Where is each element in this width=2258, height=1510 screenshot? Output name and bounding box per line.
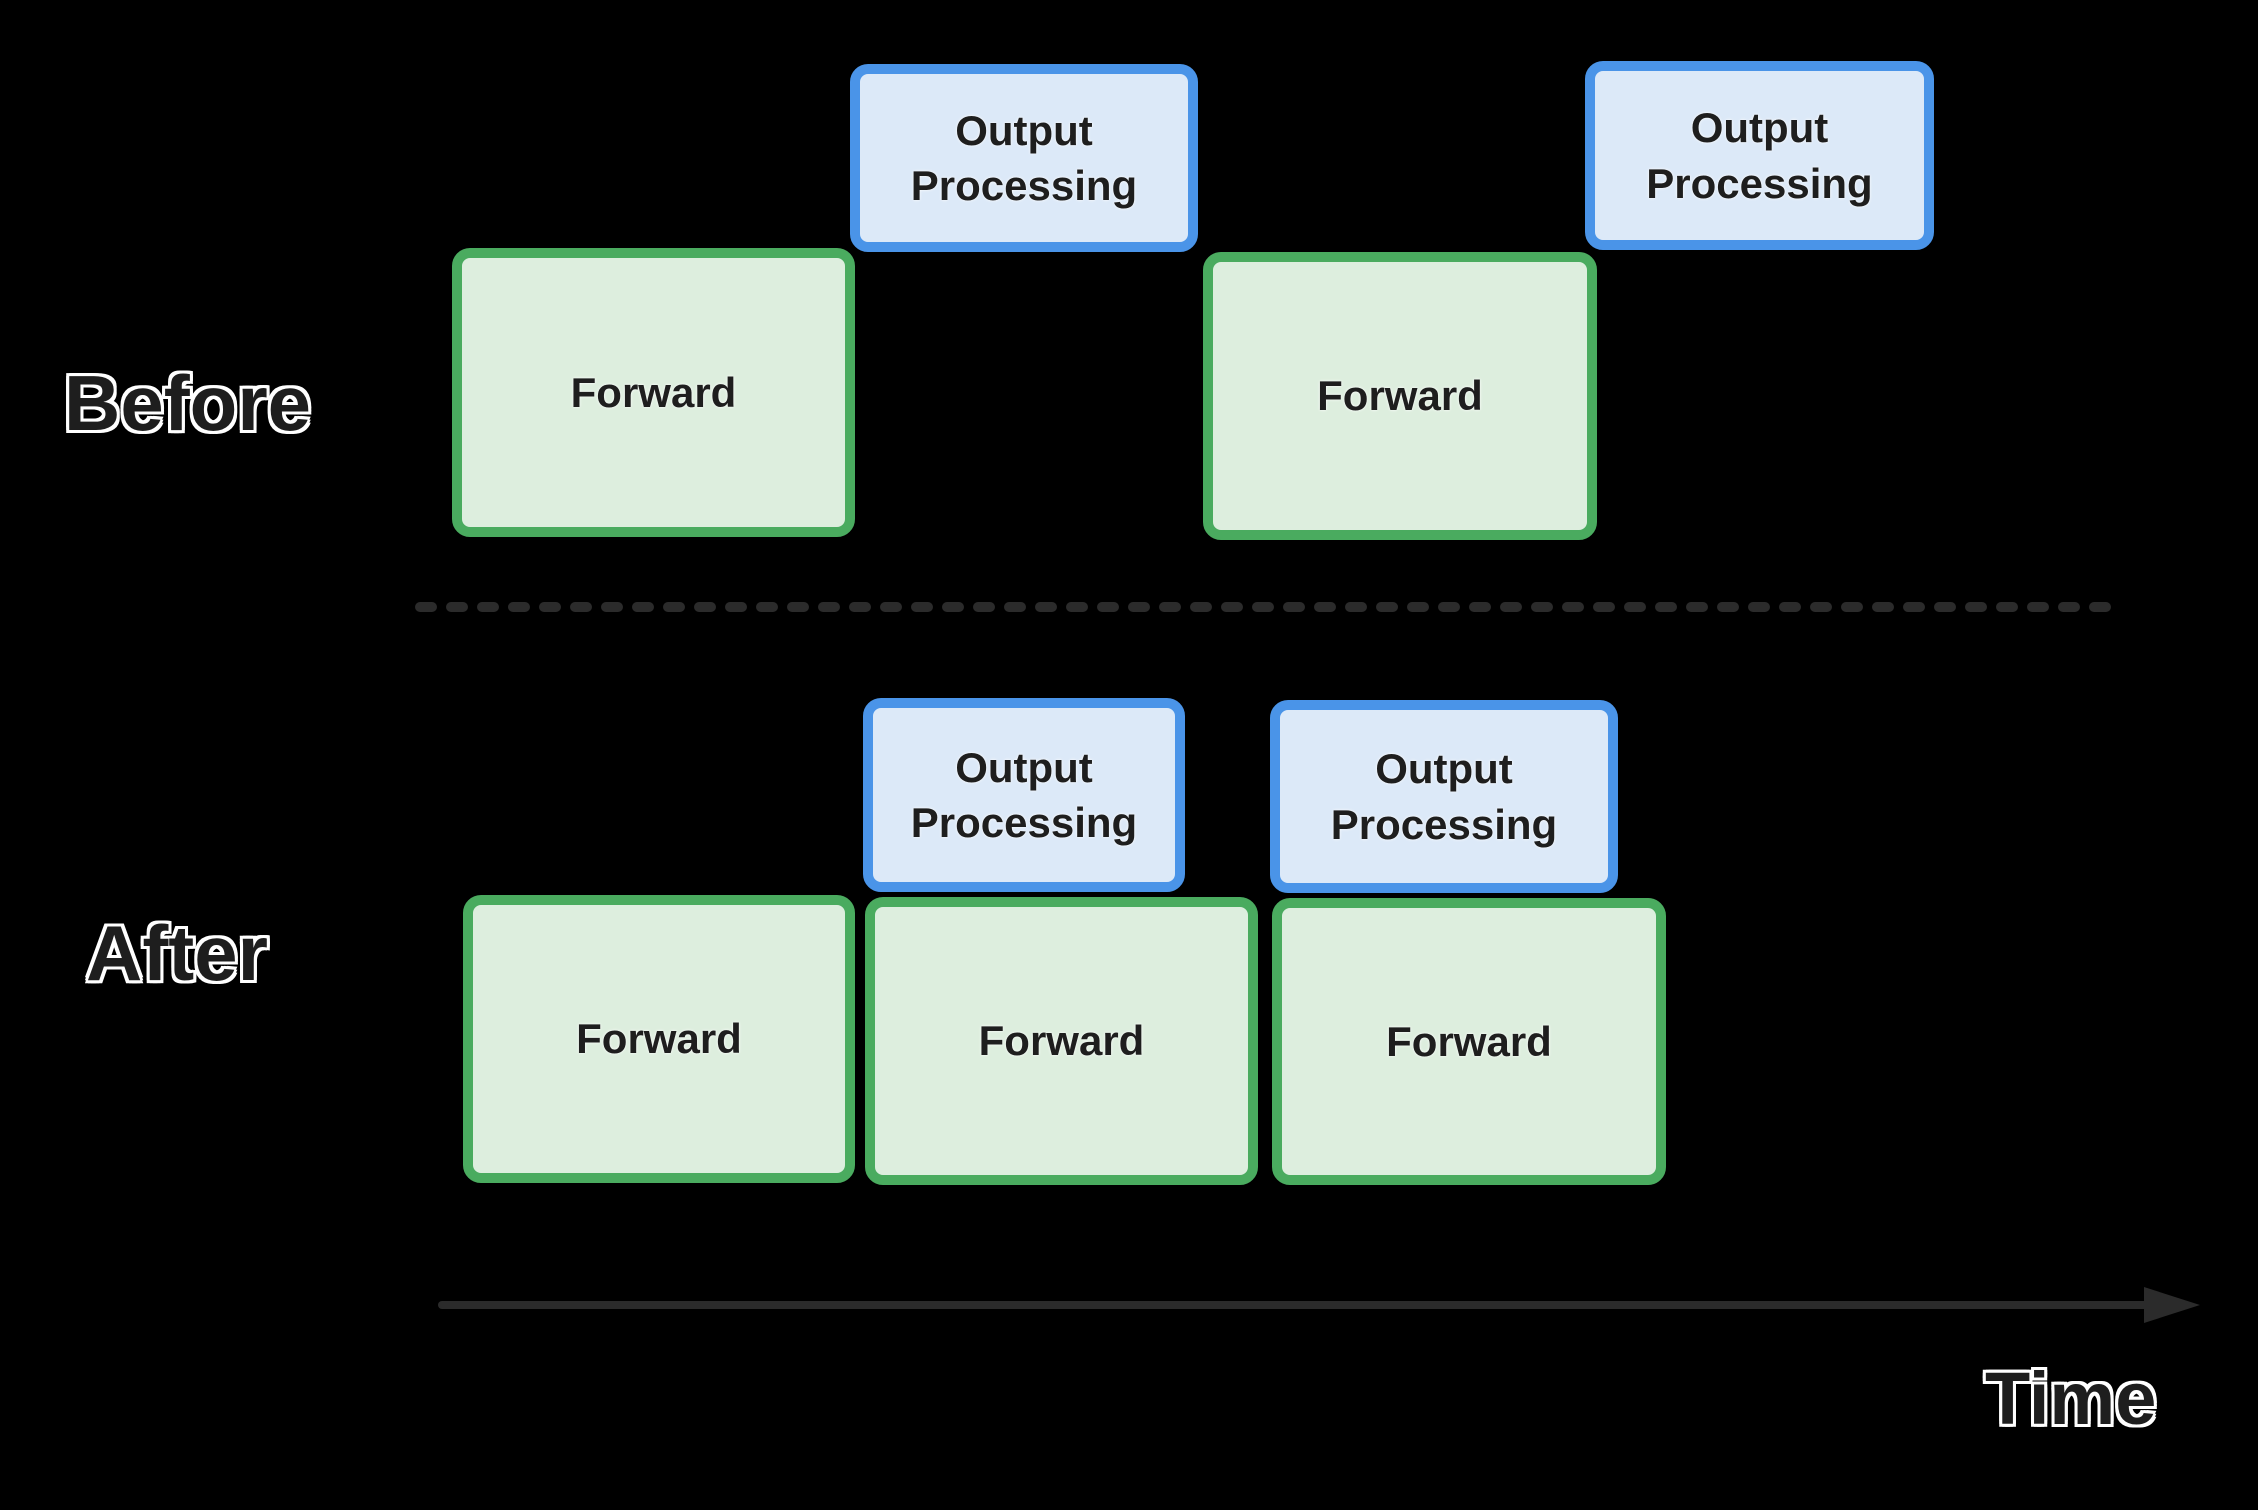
before-after-separator-dashed-line <box>415 602 2126 612</box>
after-output-processing-box-1: Output Processing <box>863 698 1185 892</box>
before-forward-box-1: Forward <box>452 248 855 537</box>
after-forward-box-1: Forward <box>463 895 855 1183</box>
before-output-processing-box-1: Output Processing <box>850 64 1198 252</box>
forward-label: Forward <box>1317 372 1483 420</box>
output-processing-label: Output Processing <box>1646 104 1873 207</box>
after-forward-box-2: Forward <box>865 897 1258 1185</box>
after-output-processing-box-2: Output Processing <box>1270 700 1618 893</box>
forward-label: Forward <box>1386 1017 1552 1065</box>
arrowhead-icon <box>2144 1287 2200 1323</box>
output-processing-label: Output Processing <box>1330 745 1558 848</box>
forward-label: Forward <box>570 368 737 416</box>
after-row-label: After <box>86 909 269 997</box>
before-row-label: Before <box>64 359 312 447</box>
forward-label: Forward <box>576 1015 742 1063</box>
output-processing-label: Output Processing <box>910 743 1138 846</box>
time-axis-arrow <box>438 1287 2200 1323</box>
forward-label: Forward <box>978 1017 1145 1065</box>
after-forward-box-3: Forward <box>1272 898 1666 1185</box>
before-output-processing-box-2: Output Processing <box>1585 61 1934 250</box>
output-processing-label: Output Processing <box>910 106 1138 209</box>
time-axis-label: Time <box>1985 1357 2157 1440</box>
before-forward-box-2: Forward <box>1203 252 1597 540</box>
